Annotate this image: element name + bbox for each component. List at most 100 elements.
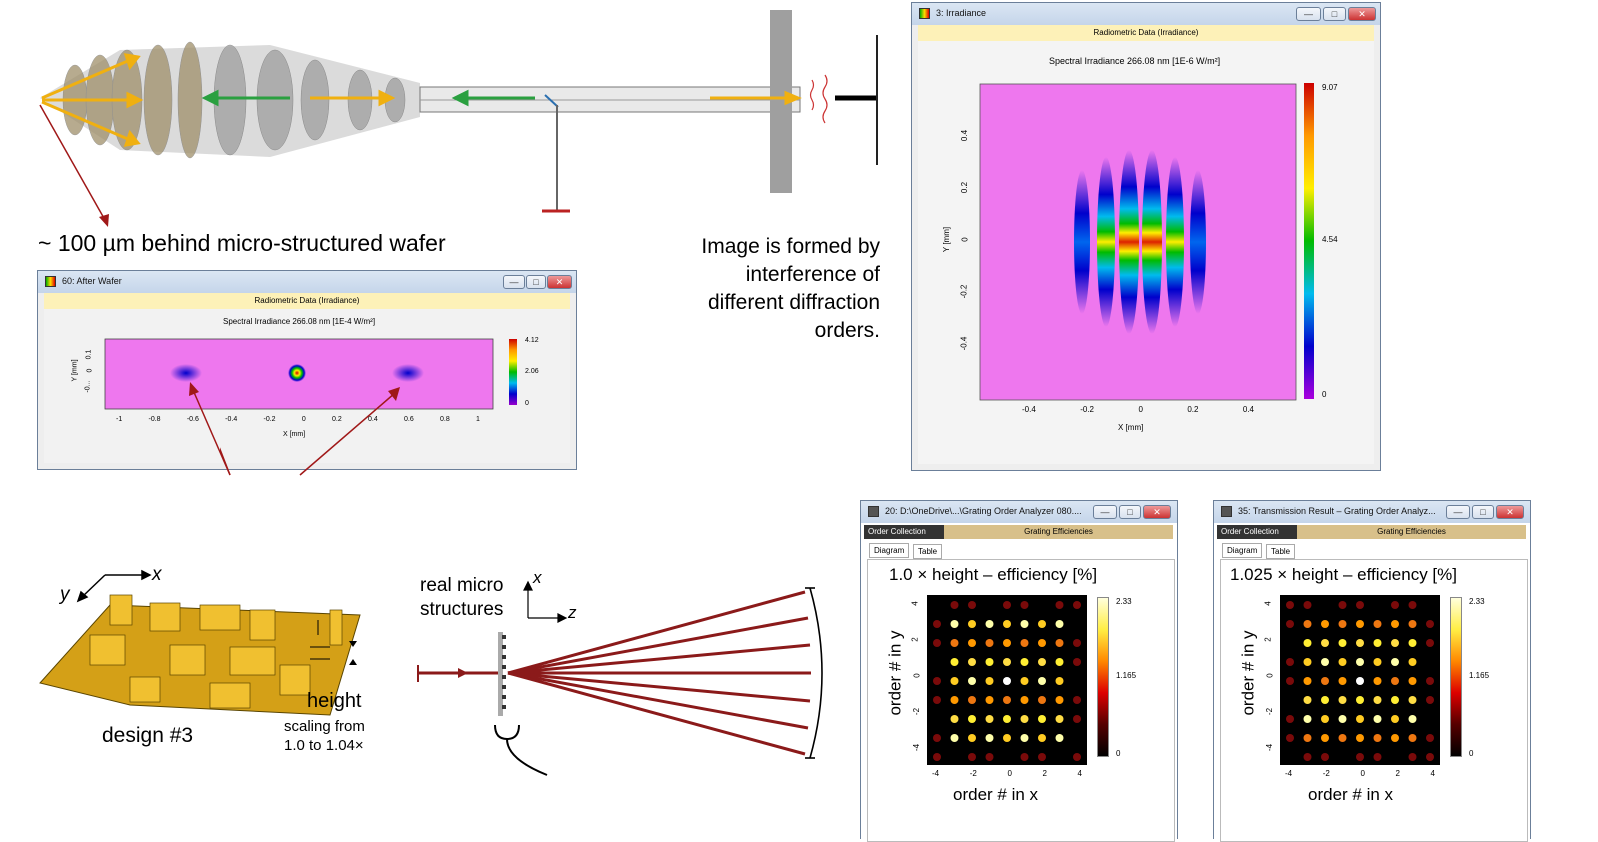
x-tick: 0.2 [331,416,342,423]
irradiance-window[interactable]: 3: Irradiance — □ ✕ Radiometric Data (Ir… [911,2,1381,471]
maximize-button[interactable]: □ [1323,7,1346,21]
maximize-button[interactable]: □ [1472,505,1494,519]
order-dot [1338,696,1347,704]
order-dot [1073,639,1081,647]
order-dot [1055,696,1064,704]
x-tick: -0.4 [1022,405,1036,414]
title-bar[interactable]: 60: After Wafer — □ ✕ [38,271,576,293]
efficiency-dot-plot [1280,595,1440,765]
minimize-button[interactable]: — [1296,7,1321,21]
tab-order-collection[interactable]: Order Collection [1217,525,1297,539]
order-dot [1286,677,1294,685]
close-button[interactable]: ✕ [1348,7,1376,21]
order-dot [1373,715,1382,723]
optical-system-diagram [39,10,878,227]
x-axis-label: order # in x [1308,785,1394,804]
x-tick: 4 [1077,769,1082,778]
order-dot [1020,658,1029,666]
title-bar[interactable]: 35: Transmission Result – Grating Order … [1214,501,1530,523]
close-button[interactable]: ✕ [547,275,572,289]
order-dot [1003,639,1011,647]
height-label: height [307,690,362,712]
order-dot [1391,639,1399,647]
order-dot [1003,601,1011,609]
order-dot [1073,715,1081,723]
minimize-button[interactable]: — [1446,505,1470,519]
order-dot [1020,734,1029,742]
colorbar-min: 0 [525,400,529,407]
window-title: 35: Transmission Result – Grating Order … [1238,506,1436,516]
y-tick: 4 [1263,601,1273,606]
order-dot [1373,658,1382,666]
order-dot [950,601,959,609]
order-dot [950,677,959,685]
x-tick-row: -4 -2 0 2 4 [1285,769,1435,778]
order-dot [1038,715,1046,723]
colorbar-mid: 2.06 [525,368,539,375]
order-dot [933,639,941,647]
y-tick: -0.2 [959,284,969,299]
order-dot [1003,677,1011,685]
order-dot [1373,734,1382,742]
order-dot [1321,734,1329,742]
fringe [1097,157,1115,327]
order-dot [1020,753,1029,761]
y-tick: 0 [960,237,970,242]
plot-title: 1.0 × height – efficiency [%] [889,565,1098,584]
title-bar[interactable]: 3: Irradiance — □ ✕ [912,3,1380,25]
order-dot [1303,715,1312,723]
after-wafer-window[interactable]: 60: After Wafer — □ ✕ Radiometric Data (… [37,270,577,470]
title-bar[interactable]: 20: D:\OneDrive\...\Grating Order Analyz… [861,501,1177,523]
order-dot [1003,620,1011,628]
x-tick: -0.2 [263,416,276,423]
order-dot [1408,696,1417,704]
order-dot [1391,715,1399,723]
image-formation-note: Image is formed by interference of diffe… [701,235,880,342]
maximize-button[interactable]: □ [526,275,546,289]
fringe [1142,150,1162,334]
app-icon [1221,506,1232,517]
x-tick: -1 [116,416,123,423]
maximize-button[interactable]: □ [1119,505,1141,519]
order-dot [933,696,941,704]
subtab-diagram[interactable]: Diagram [869,543,910,558]
panel-header: Radiometric Data (Irradiance) [44,293,570,310]
order-dot [950,620,959,628]
order-dot [950,696,959,704]
colorbar-max: 2.33 [1469,597,1485,606]
grating-order-window-2[interactable]: 35: Transmission Result – Grating Order … [1213,500,1531,842]
order-dot [985,734,994,742]
order-dot [1373,620,1382,628]
wafer-note: ~ 100 µm behind micro-structured wafer [38,230,446,256]
order-dot [1356,639,1364,647]
order-dot [1038,620,1046,628]
order-dot [1338,677,1347,685]
order-dot [1408,715,1417,723]
micro-structure-3d [39,569,361,716]
order-dot [1303,639,1312,647]
order-dot [1286,601,1294,609]
order-spot-left [170,364,202,382]
subtab-table[interactable]: Table [913,544,943,559]
order-dot [968,753,976,761]
minimize-button[interactable]: — [503,275,525,289]
order-dot [1426,620,1434,628]
order-dot [1356,601,1364,609]
x-tick: 4 [1430,769,1435,778]
grating-order-window-1[interactable]: 20: D:\OneDrive\...\Grating Order Analyz… [860,500,1178,842]
tab-grating-efficiencies[interactable]: Grating Efficiencies [1297,525,1526,539]
close-button[interactable]: ✕ [1496,505,1524,519]
subtab-table[interactable]: Table [1266,544,1296,559]
close-button[interactable]: ✕ [1143,505,1171,519]
subtab-diagram[interactable]: Diagram [1222,543,1263,558]
efficiency-dot-plot [927,595,1087,765]
order-dot [1426,734,1434,742]
tab-order-collection[interactable]: Order Collection [864,525,944,539]
order-dot [1356,658,1364,666]
tab-grating-efficiencies[interactable]: Grating Efficiencies [944,525,1173,539]
order-dot [1003,715,1011,723]
window-title: 60: After Wafer [62,276,122,286]
minimize-button[interactable]: — [1093,505,1117,519]
x-tick-row: -0.4 -0.2 0 0.2 0.4 [1022,405,1254,414]
x-tick: 0.6 [403,416,414,423]
